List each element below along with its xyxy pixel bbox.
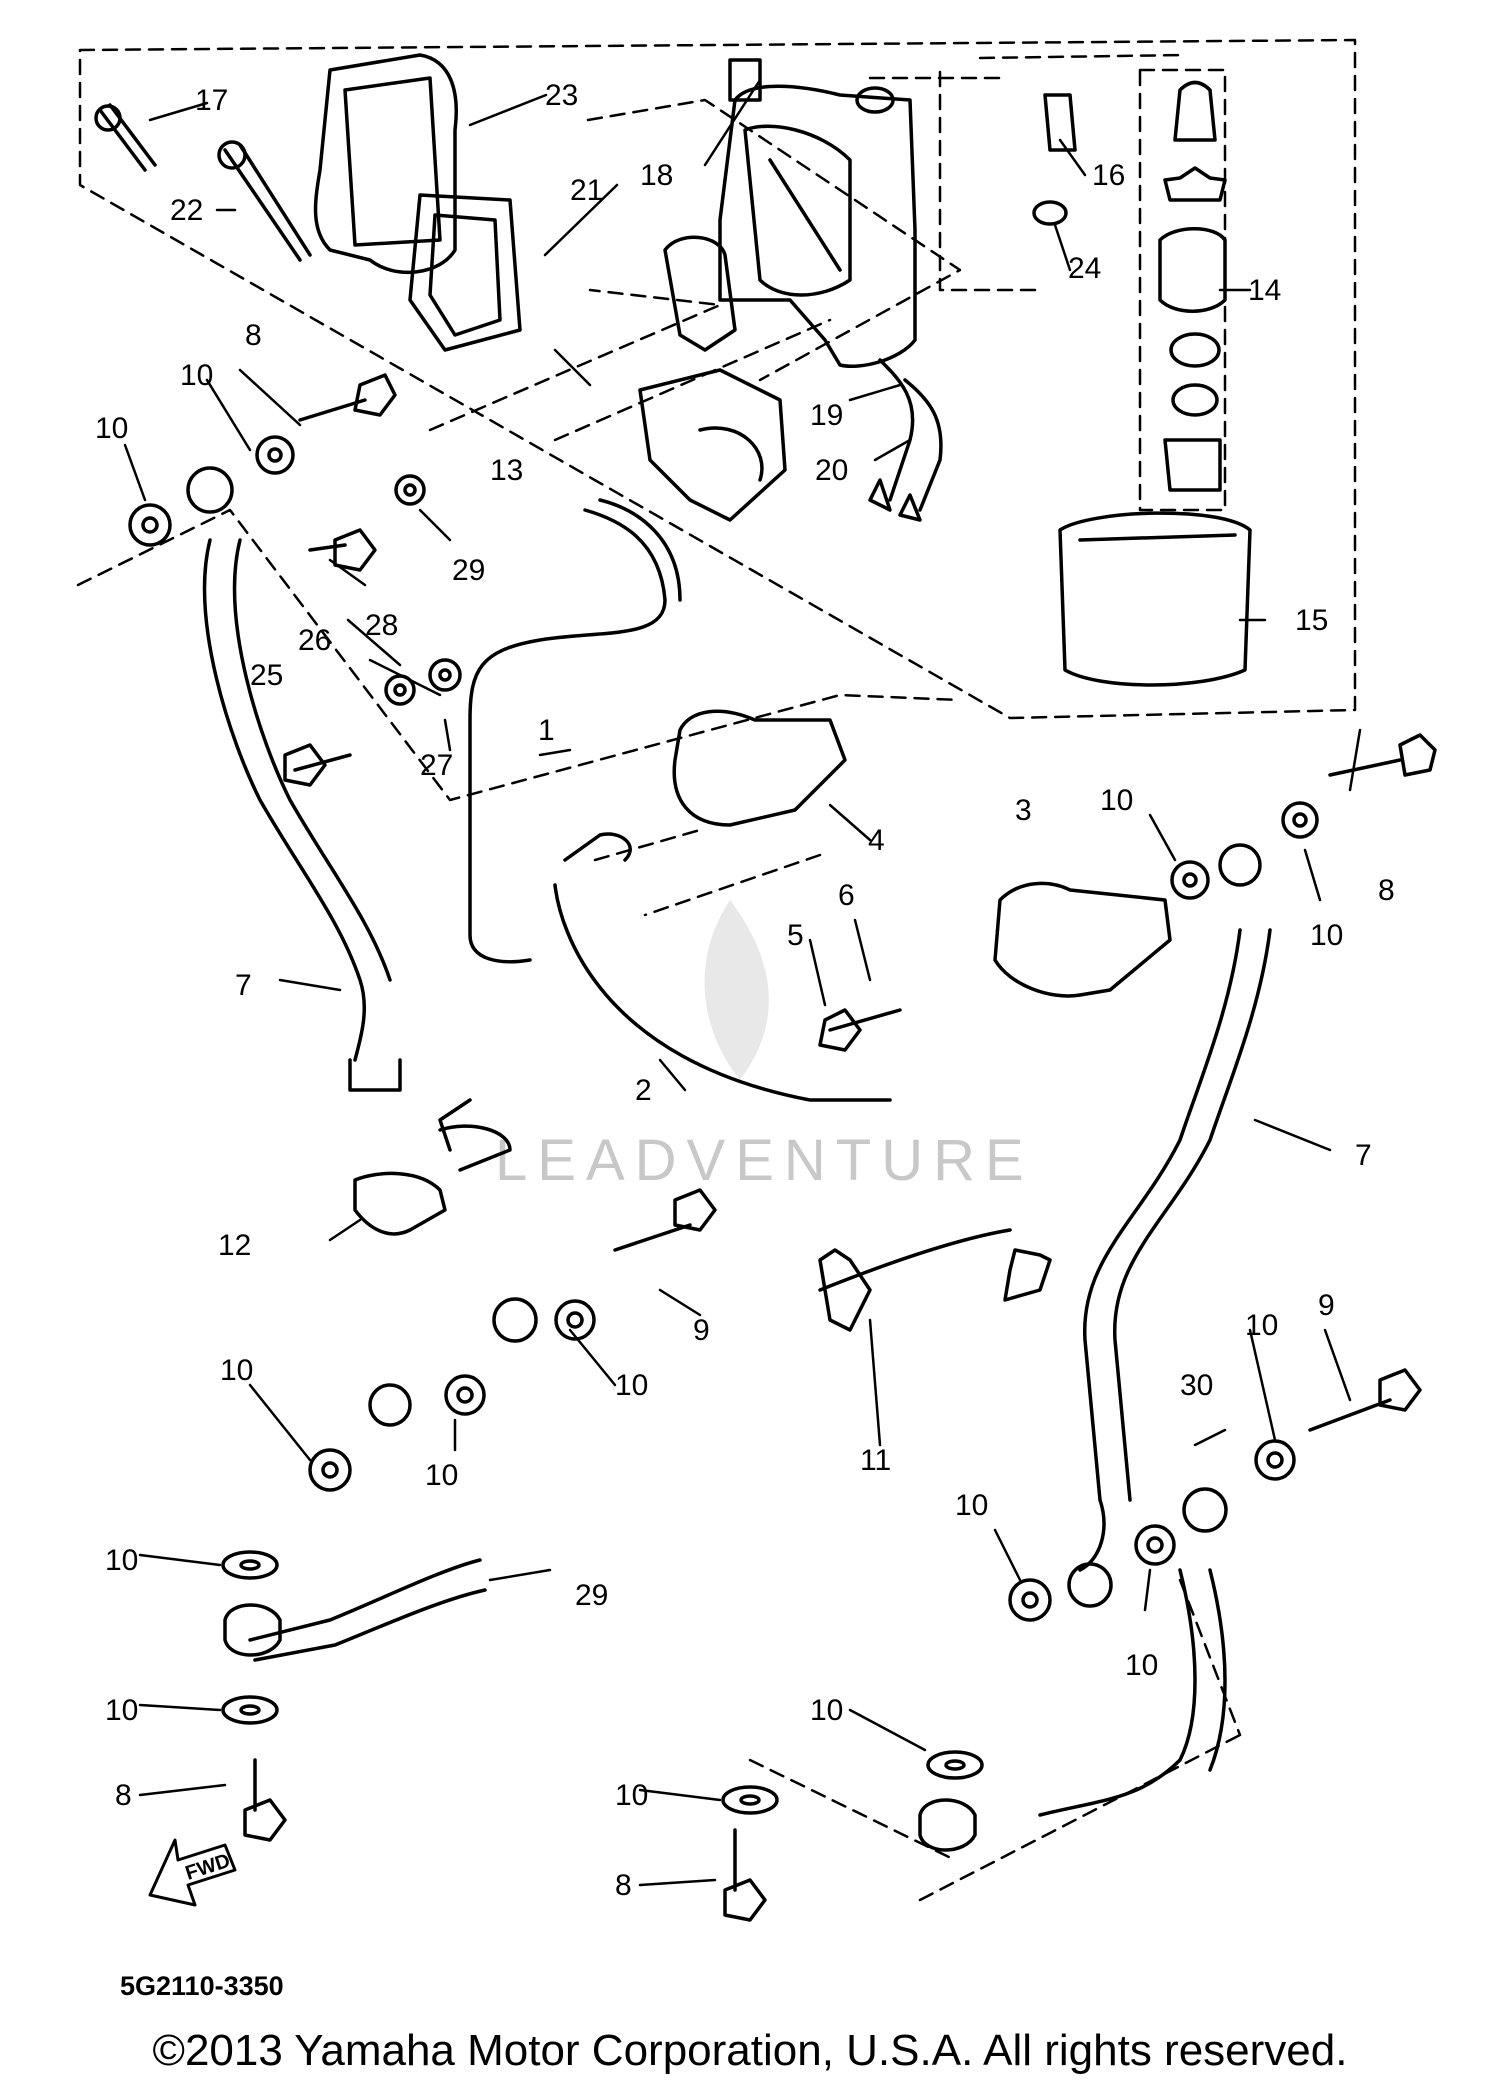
callout-12: 12: [218, 1229, 251, 1262]
callout-8-right: 8: [1378, 874, 1395, 907]
callout-10-l: 10: [1245, 1309, 1278, 1342]
callout-10-e: 10: [220, 1354, 253, 1387]
callout-10-g: 10: [615, 1369, 648, 1402]
master-cylinder-assembly: [638, 58, 943, 522]
callout-9-right: 9: [1318, 1289, 1335, 1322]
callout-7-left: 7: [235, 969, 252, 1002]
callout-10-i: 10: [105, 1694, 138, 1727]
callout-25: 25: [250, 659, 283, 692]
leader-lines: [123, 78, 1362, 1887]
callout-29-bottom: 29: [575, 1579, 608, 1612]
callout-5: 5: [787, 919, 804, 952]
callout-22: 22: [170, 194, 203, 227]
callout-14: 14: [1248, 274, 1281, 307]
fittings-and-bolts: [243, 373, 1437, 1922]
callout-20: 20: [815, 454, 848, 487]
callout-2: 2: [635, 1074, 652, 1107]
callout-10-h: 10: [105, 1544, 138, 1577]
callout-10-b: 10: [95, 412, 128, 445]
callout-29-top: 29: [452, 554, 485, 587]
svg-text:LEADVENTURE: LEADVENTURE: [495, 1128, 1034, 1193]
callout-16: 16: [1092, 159, 1125, 192]
callout-8-bottom-left: 8: [115, 1779, 132, 1812]
callout-23: 23: [545, 79, 578, 112]
callout-30: 30: [1180, 1369, 1213, 1402]
callout-28: 28: [365, 609, 398, 642]
callout-13: 13: [490, 454, 523, 487]
callout-10-n: 10: [615, 1779, 648, 1812]
diagram-part-number: 5G2110-3350: [120, 1971, 284, 2001]
callout-1: 1: [538, 714, 555, 747]
callout-19: 19: [810, 399, 843, 432]
callout-10-c: 10: [1100, 784, 1133, 817]
callout-7-right: 7: [1355, 1139, 1372, 1172]
callout-18: 18: [640, 159, 673, 192]
callout-10-f: 10: [425, 1459, 458, 1492]
callout-4: 4: [868, 824, 885, 857]
callout-27: 27: [420, 749, 453, 782]
reservoir-cover-parts: [94, 53, 522, 352]
callout-10-a: 10: [180, 359, 213, 392]
callout-21: 21: [570, 174, 603, 207]
callout-15: 15: [1295, 604, 1328, 637]
piston-kit-parts: [1032, 80, 1252, 687]
callout-10-d: 10: [1310, 919, 1343, 952]
callout-8-top: 8: [245, 319, 262, 352]
callout-8-bottom-mid: 8: [615, 1869, 632, 1902]
callout-10-j: 10: [955, 1489, 988, 1522]
callout-3: 3: [1015, 794, 1032, 827]
callout-10-m: 10: [810, 1694, 843, 1727]
brake-pipes-and-hoses: [202, 498, 1272, 1817]
callout-6: 6: [838, 879, 855, 912]
callout-11: 11: [860, 1444, 891, 1477]
fwd-arrow: FWD: [148, 1838, 237, 1907]
callout-labels: 1 2 3 4 5 6 7 7 8 8 8 8 9 9 10 10 10 10 …: [95, 79, 1395, 1902]
copyright-notice: ©2013 Yamaha Motor Corporation, U.S.A. A…: [152, 2026, 1348, 2075]
callout-9-mid: 9: [693, 1314, 710, 1347]
hose-clamps: [353, 1124, 1012, 1292]
watermark: LEADVENTURE: [495, 900, 1034, 1193]
callout-10-k: 10: [1125, 1649, 1158, 1682]
dashed-group-lines: [76, 38, 1357, 1902]
callout-26: 26: [298, 624, 331, 657]
callout-24: 24: [1068, 252, 1101, 285]
callout-17: 17: [195, 84, 228, 117]
